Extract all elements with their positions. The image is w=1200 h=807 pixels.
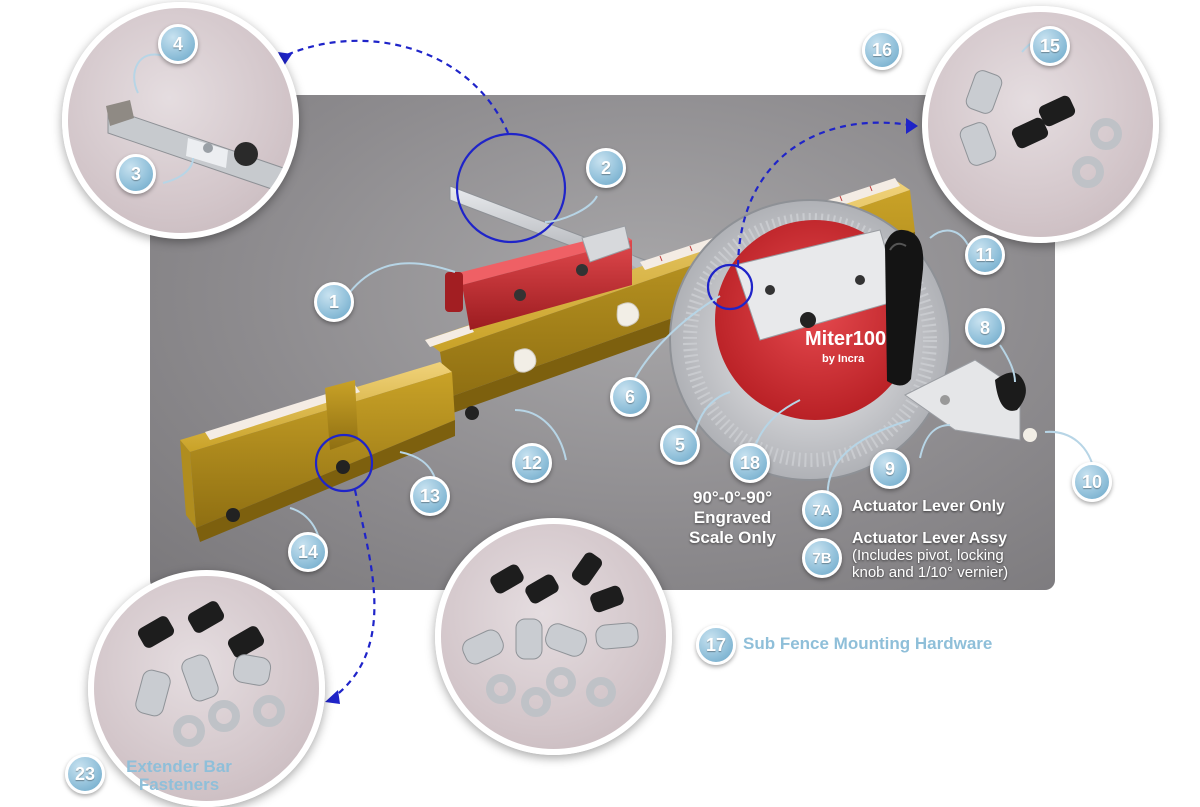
- highlight-ring-miter-bar: [455, 132, 567, 244]
- sub-fence-hardware-label: Sub Fence Mounting Hardware: [743, 634, 993, 653]
- callout-15: 15: [1030, 26, 1070, 66]
- extender-block: [325, 380, 358, 450]
- plastic-knob: [616, 302, 640, 327]
- connector-to-inset-15: [736, 121, 916, 267]
- actuator-assy-line-3: knob and 1/10° vernier): [852, 564, 1009, 581]
- scale-label-line-2: Engraved: [693, 508, 772, 527]
- callout-23: 23: [65, 754, 105, 794]
- handle-knob: [885, 229, 924, 386]
- fence-lower-top: [180, 362, 452, 452]
- callout-16: 16: [862, 30, 902, 70]
- callout-2: 2: [586, 148, 626, 188]
- actuator-lever-assy-label: Actuator Lever Assy (Includes pivot, loc…: [852, 530, 1008, 581]
- brand-logo-sub: by Incra: [822, 353, 865, 365]
- inset-sub-fence-hardware: [435, 518, 672, 755]
- callout-7b: 7B: [802, 538, 842, 578]
- callout-10: 10: [1072, 462, 1112, 502]
- brand-logo: Miter1000: [805, 328, 897, 350]
- scale-label-line-1: 90°-0°-90°: [693, 488, 772, 507]
- fence-screw: [336, 460, 350, 474]
- actuator-assy-line-2: (Includes pivot, locking: [852, 547, 1004, 564]
- extender-fasteners-label: Extender Bar Fasteners: [104, 758, 254, 794]
- callout-18: 18: [730, 443, 770, 483]
- connector-to-inset-4: [279, 39, 510, 134]
- callout-7a: 7A: [802, 490, 842, 530]
- fence-screw: [465, 406, 479, 420]
- engraved-scale-label: 90°-0°-90° Engraved Scale Only: [675, 488, 790, 548]
- callout-14: 14: [288, 532, 328, 572]
- highlight-ring-extender: [314, 433, 374, 493]
- callout-9: 9: [870, 449, 910, 489]
- callout-4: 4: [158, 24, 198, 64]
- extender-label-line-1: Extender Bar: [126, 757, 232, 776]
- callout-8: 8: [965, 308, 1005, 348]
- connector-to-inset-23: [329, 489, 376, 701]
- plastic-knob: [513, 348, 537, 373]
- highlight-ring-pivot: [706, 263, 754, 311]
- scale-label-line-3: Scale Only: [689, 528, 776, 547]
- callout-13: 13: [410, 476, 450, 516]
- callout-17: 17: [696, 625, 736, 665]
- callout-12: 12: [512, 443, 552, 483]
- callout-11: 11: [965, 235, 1005, 275]
- callout-5: 5: [660, 425, 700, 465]
- actuator-lever-only-label: Actuator Lever Only: [852, 498, 1005, 515]
- locking-knob: [995, 372, 1026, 411]
- fence-screw: [226, 508, 240, 522]
- extender-label-line-2: Fasteners: [138, 775, 220, 794]
- inset-extender-fasteners: [88, 570, 325, 807]
- vernier-plate: [904, 359, 1021, 441]
- actuator-assy-line-1: Actuator Lever Assy: [852, 530, 1008, 547]
- fence-lower-face: [190, 372, 455, 528]
- callout-1: 1: [314, 282, 354, 322]
- callout-3: 3: [116, 154, 156, 194]
- callout-6: 6: [610, 377, 650, 417]
